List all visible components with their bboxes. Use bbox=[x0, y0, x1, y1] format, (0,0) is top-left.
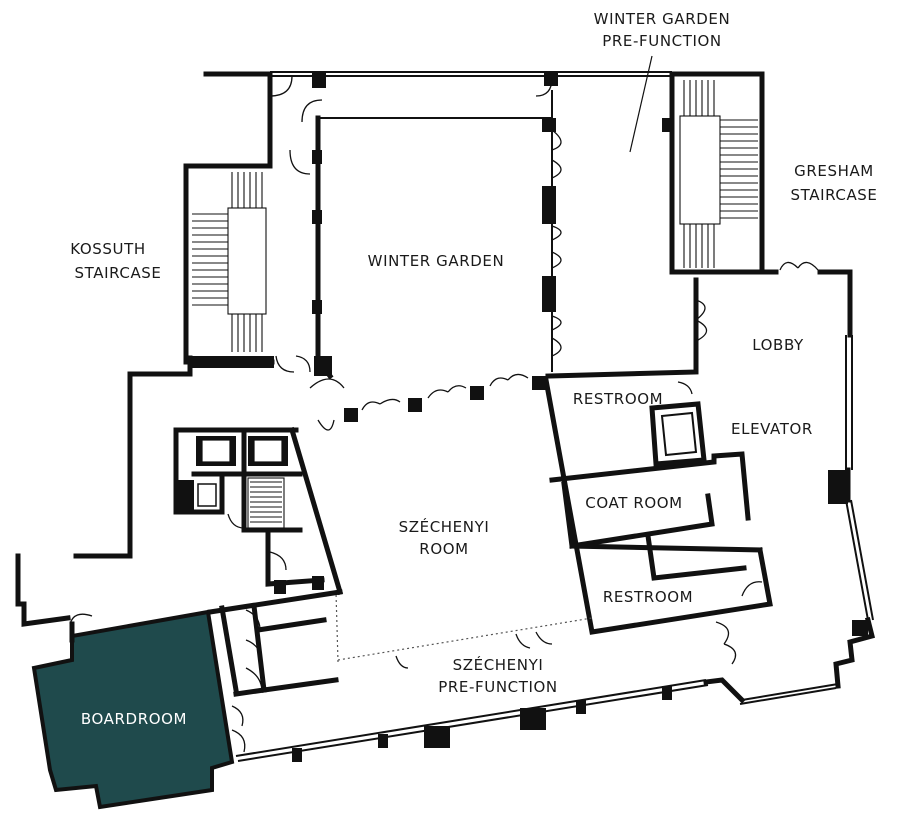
room-labels: WINTER GARDEN PRE-FUNCTION GRESHAM STAIR… bbox=[70, 10, 877, 728]
doors bbox=[69, 75, 819, 753]
winter-garden-prefunction-label-2: PRE-FUNCTION bbox=[602, 32, 721, 50]
szechenyi-room-label-1: SZÉCHENYI bbox=[399, 517, 490, 536]
winter-garden-prefunction-label-1: WINTER GARDEN bbox=[594, 10, 731, 28]
gresham-staircase-label-2: STAIRCASE bbox=[790, 186, 877, 204]
winter-garden-label: WINTER GARDEN bbox=[368, 252, 505, 270]
gresham-staircase-label-1: GRESHAM bbox=[794, 162, 874, 180]
interior-walls bbox=[173, 71, 773, 697]
restroom-upper-label: RESTROOM bbox=[573, 390, 663, 408]
kossuth-staircase-drawing bbox=[192, 172, 267, 352]
restroom-lower-label: RESTROOM bbox=[603, 588, 693, 606]
service-cells bbox=[197, 439, 283, 507]
outer-walls bbox=[15, 71, 876, 762]
coat-room-label: COAT ROOM bbox=[585, 494, 682, 512]
szechenyi-prefunction-label-2: PRE-FUNCTION bbox=[438, 678, 557, 696]
boardroom-label: BOARDROOM bbox=[81, 710, 187, 728]
winter-garden-prefunction-leader bbox=[629, 55, 653, 153]
gresham-staircase-drawing bbox=[679, 80, 758, 268]
lobby-label: LOBBY bbox=[752, 336, 804, 354]
szechenyi-room-label-2: ROOM bbox=[419, 540, 468, 558]
kossuth-staircase-label-2: STAIRCASE bbox=[74, 264, 161, 282]
elevator-label: ELEVATOR bbox=[731, 420, 813, 438]
movable-partitions bbox=[335, 591, 593, 663]
kossuth-staircase-label-1: KOSSUTH bbox=[70, 240, 146, 258]
szechenyi-prefunction-label-1: SZÉCHENYI bbox=[453, 655, 544, 674]
service-staircase-drawing bbox=[247, 477, 285, 529]
